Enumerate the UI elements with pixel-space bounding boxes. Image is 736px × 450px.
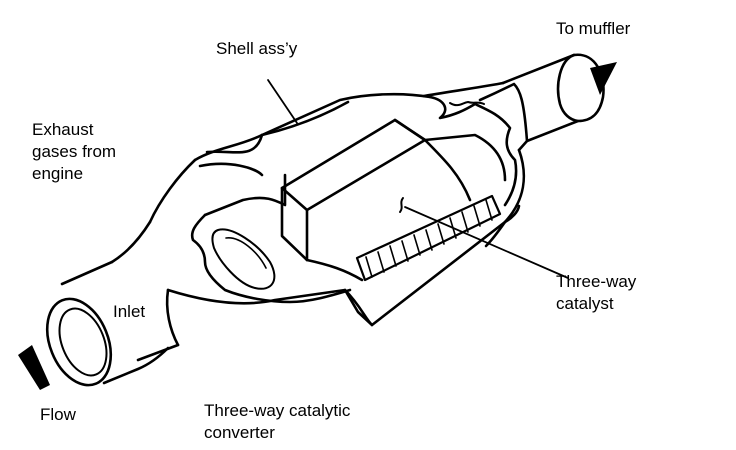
outlet-pipe (501, 53, 605, 143)
label-three-way-catalyst: Three-way catalyst (556, 272, 637, 313)
label-inlet: Inlet (113, 302, 146, 321)
shell-assembly (148, 92, 521, 327)
label-to-muffler: To muffler (556, 19, 631, 38)
leader-lines (267, 79, 569, 279)
flow-arrows (18, 62, 617, 390)
label-exhaust-gases: Exhaust gases from engine (32, 120, 117, 183)
label-flow: Flow (40, 405, 76, 424)
flow-arrow-icon (18, 345, 50, 390)
inlet-pipe (45, 260, 170, 387)
leader-line-shell (267, 79, 298, 124)
label-catalytic-converter: Three-way catalytic converter (204, 401, 351, 442)
leader-line-catalyst (404, 206, 569, 279)
inlet-cone (110, 220, 180, 362)
label-shell-assembly: Shell ass’y (216, 39, 298, 58)
cutaway-window (190, 95, 518, 304)
outlet-arrow-icon (590, 62, 617, 95)
